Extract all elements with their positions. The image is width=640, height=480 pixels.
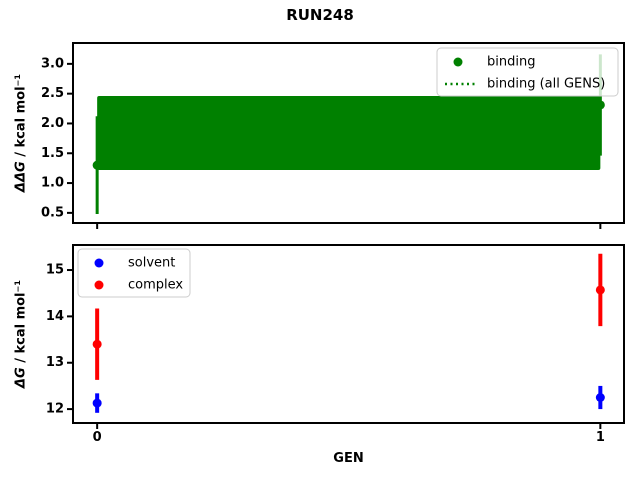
solvent-marker-gen1	[595, 393, 605, 403]
legend-label-complex: complex	[128, 278, 183, 293]
solvent-marker-gen0	[92, 398, 102, 408]
bottom-axes-frame	[72, 244, 625, 424]
figure-title: RUN248	[286, 6, 354, 24]
bottom-y-tick-label: 12	[46, 402, 64, 417]
bottom-y-tick-label: 14	[46, 309, 64, 324]
legend-marker-binding	[453, 57, 463, 67]
legend-label-binding: binding	[487, 55, 535, 70]
legend-label-solvent: solvent	[128, 256, 175, 271]
legend-marker-complex	[94, 280, 104, 290]
legend-label-binding-all-gens: binding (all GENS)	[487, 77, 605, 92]
bottom-y-tick-label: 13	[46, 355, 64, 370]
binding-all-gens-band	[97, 96, 601, 170]
legend-marker-solvent	[94, 258, 104, 268]
top-y-tick-label: 2.5	[41, 86, 64, 101]
bottom-legend-box	[77, 248, 191, 298]
bottom-y-tick-label: 15	[46, 263, 64, 278]
binding-marker-gen1	[595, 100, 605, 110]
binding-marker-gen0	[92, 160, 102, 170]
top-y-tick-label: 2.0	[41, 116, 64, 131]
top-y-tick-label: 1.0	[41, 176, 64, 191]
top-axes-frame	[72, 42, 625, 224]
bottom-x-tick-label: 1	[596, 430, 605, 445]
top-y-tick-label: 0.5	[41, 205, 64, 220]
top-y-tick-label: 3.0	[41, 56, 64, 71]
bottom-x-tick-label: 0	[93, 430, 102, 445]
complex-marker-gen0	[92, 339, 102, 349]
complex-marker-gen1	[595, 285, 605, 295]
x-axis-label: GEN	[333, 451, 364, 466]
top-legend-box	[436, 47, 619, 97]
top-y-tick-label: 1.5	[41, 146, 64, 161]
